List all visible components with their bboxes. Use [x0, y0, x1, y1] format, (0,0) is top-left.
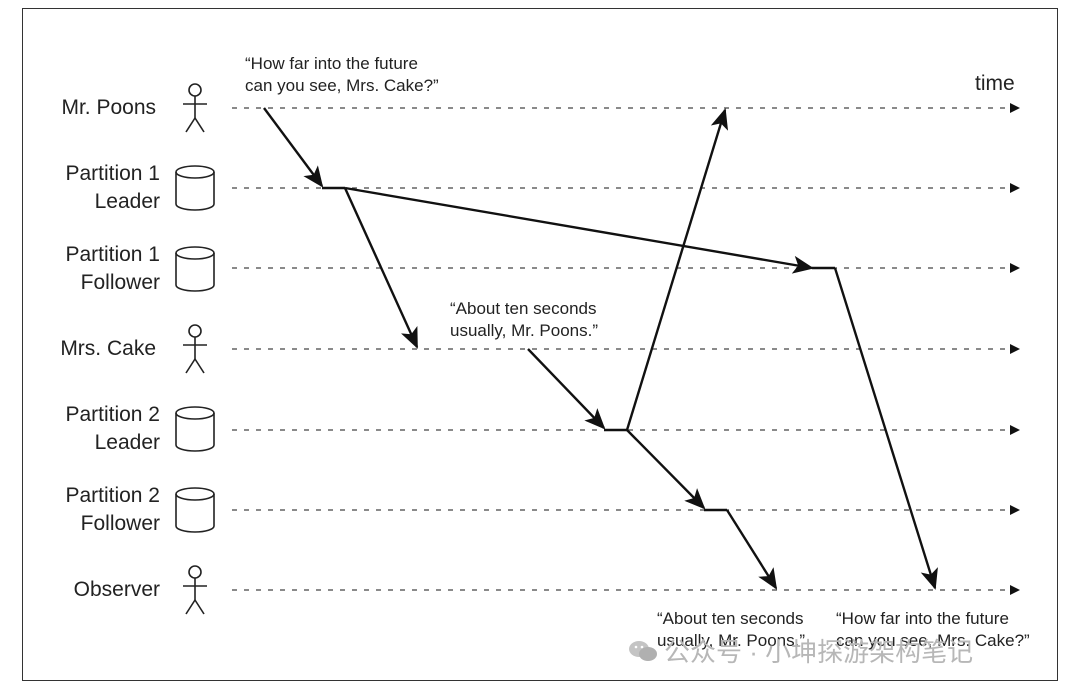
- arrow-p2-follower-to-observer: [725, 509, 778, 590]
- label-mrs-cake: Mrs. Cake: [60, 337, 156, 360]
- arrow-p2-leader-to-p2-follower: [626, 429, 706, 510]
- quote-observer-answer: “About ten seconds usually, Mr. Poons.”: [657, 609, 806, 650]
- wechat-icon: [629, 640, 657, 661]
- label-observer: Observer: [73, 578, 160, 601]
- person-icon: [183, 83, 207, 133]
- watermark: 公众号 · 小坤探游架构笔记: [628, 632, 973, 669]
- timelines: [232, 103, 1020, 595]
- person-icon: [183, 324, 207, 374]
- database-icon: [175, 406, 215, 452]
- arrow-p1-leader-to-mrs-cake: [343, 187, 419, 349]
- diagram-frame: [22, 8, 1058, 681]
- time-axis-label: time: [975, 72, 1015, 95]
- arrow-p1-leader-to-p1-follower: [344, 186, 814, 274]
- quote-cake-answer: “About ten seconds usually, Mr. Poons.”: [450, 299, 599, 340]
- database-icon: [175, 487, 215, 533]
- quote-observer-question: “How far into the future can you see, Mr…: [836, 609, 1030, 650]
- arrow-poons-to-p1-leader: [263, 107, 324, 188]
- database-icon: [175, 165, 215, 211]
- arrow-p1-follower-to-observer: [833, 267, 938, 590]
- person-icon: [183, 565, 207, 615]
- database-icon: [175, 246, 215, 292]
- quote-poons-question: “How far into the future can you see, Mr…: [245, 54, 439, 95]
- label-mr-poons: Mr. Poons: [61, 96, 156, 119]
- arrow-p2-leader-to-poons: [625, 108, 729, 431]
- watermark-text: 公众号 · 小坤探游架构笔记: [664, 637, 974, 667]
- arrow-mrs-cake-to-p2-leader: [527, 348, 606, 430]
